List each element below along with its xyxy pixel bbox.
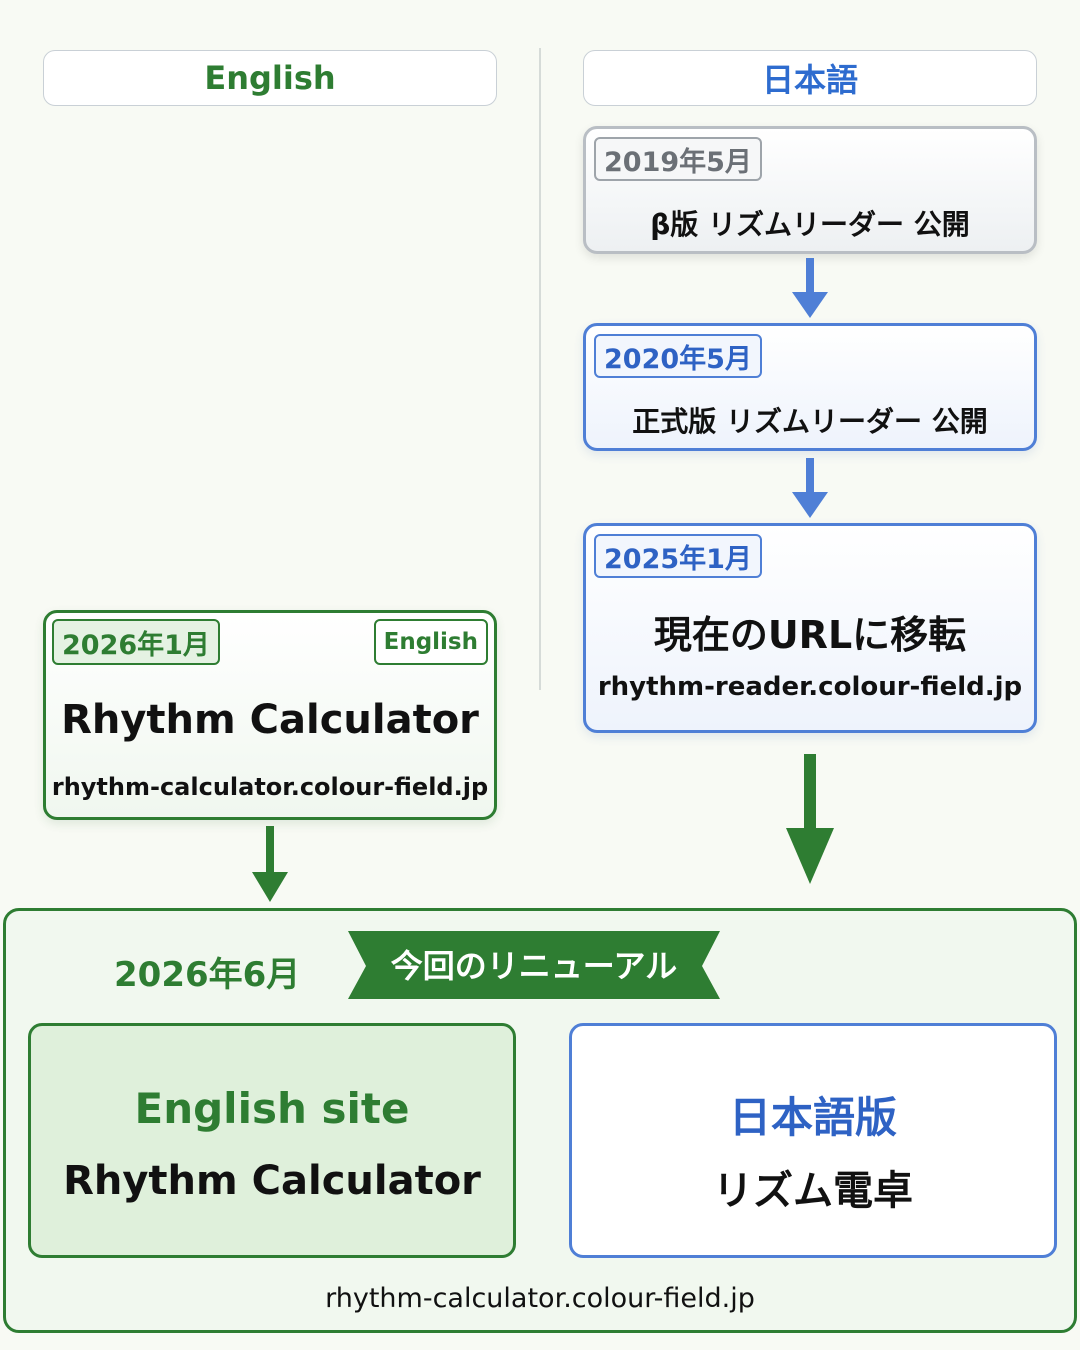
english-tag: English xyxy=(373,619,488,665)
card-title: 正式版 リズムリーダー 公開 xyxy=(632,405,988,438)
date-badge: 2026年1月 xyxy=(52,619,220,665)
arrow-down-icon xyxy=(792,258,828,318)
japanese-site-box: 日本語版 リズム電卓 xyxy=(569,1023,1057,1258)
date-badge: 2020年5月 xyxy=(594,334,762,378)
english-card-2026: 2026年1月 English Rhythm Calculator rhythm… xyxy=(43,610,497,820)
renewal-container: 2026年6月 今回のリニューアル English site Rhythm Ca… xyxy=(3,908,1077,1333)
arrow-down-icon xyxy=(792,458,828,518)
timeline-card-2020: 2020年5月 正式版 リズムリーダー 公開 xyxy=(583,323,1037,451)
card-url: rhythm-reader.colour-field.jp xyxy=(597,672,1023,702)
card-title: Rhythm Calculator xyxy=(61,697,479,743)
renewal-url: rhythm-calculator.colour-field.jp xyxy=(325,1283,755,1314)
date-badge: 2025年1月 xyxy=(594,534,762,578)
renewal-date: 2026年6月 xyxy=(114,955,301,995)
renewal-ribbon: 今回のリニューアル xyxy=(348,931,720,999)
japanese-header-label: 日本語 xyxy=(761,61,858,99)
card-title: β版 リズムリーダー 公開 xyxy=(650,208,970,241)
date-badge: 2019年5月 xyxy=(594,137,762,181)
english-column-header: English xyxy=(43,50,497,106)
column-divider xyxy=(539,48,541,690)
japanese-column-header: 日本語 xyxy=(583,50,1037,106)
card-title: 現在のURLに移転 xyxy=(653,613,967,657)
english-site-box: English site Rhythm Calculator xyxy=(28,1023,516,1258)
card-url: rhythm-calculator.colour-field.jp xyxy=(51,773,489,801)
arrow-down-icon xyxy=(786,754,834,884)
japanese-site-name: リズム電卓 xyxy=(713,1168,913,1214)
japanese-site-label: 日本語版 xyxy=(728,1093,897,1142)
english-site-name: Rhythm Calculator xyxy=(63,1158,481,1204)
english-header-label: English xyxy=(204,59,336,97)
timeline-card-2025: 2025年1月 現在のURLに移転 rhythm-reader.colour-f… xyxy=(583,523,1037,733)
ribbon-label: 今回のリニューアル xyxy=(391,947,677,985)
timeline-card-2019: 2019年5月 β版 リズムリーダー 公開 xyxy=(583,126,1037,254)
english-site-label: English site xyxy=(134,1084,410,1133)
arrow-down-icon xyxy=(252,826,288,902)
